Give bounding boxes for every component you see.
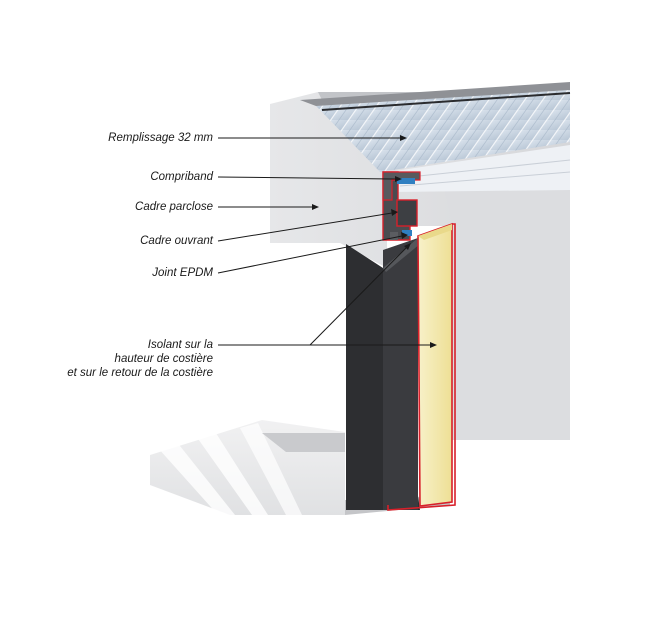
- cadre-ouvrant-profile: [396, 199, 418, 227]
- dark-upstand-face: [346, 238, 420, 510]
- leader-lines: [217, 135, 437, 348]
- epdm-seal: [402, 230, 412, 236]
- label-cadre-ouvrant: Cadre ouvrant: [140, 235, 213, 247]
- glazing-panel: [300, 82, 571, 192]
- label-remplissage: Remplissage 32 mm: [108, 132, 213, 144]
- label-joint-epdm: Joint EPDM: [152, 267, 213, 279]
- label-isolant-line-1: Isolant sur la: [147, 339, 213, 351]
- label-cadre-parclose: Cadre parclose: [135, 201, 213, 213]
- roof-deck: [150, 420, 450, 515]
- label-compriband: Compriband: [150, 171, 213, 183]
- compriband-seal: [397, 178, 415, 184]
- frame-profiles: [382, 171, 421, 241]
- insulation: [387, 222, 456, 511]
- label-isolant: Isolant sur la hauteur de costière et su…: [67, 338, 213, 380]
- label-isolant-line-2: hauteur de costière: [114, 353, 213, 365]
- label-isolant-line-3: et sur le retour de la costière: [67, 367, 213, 379]
